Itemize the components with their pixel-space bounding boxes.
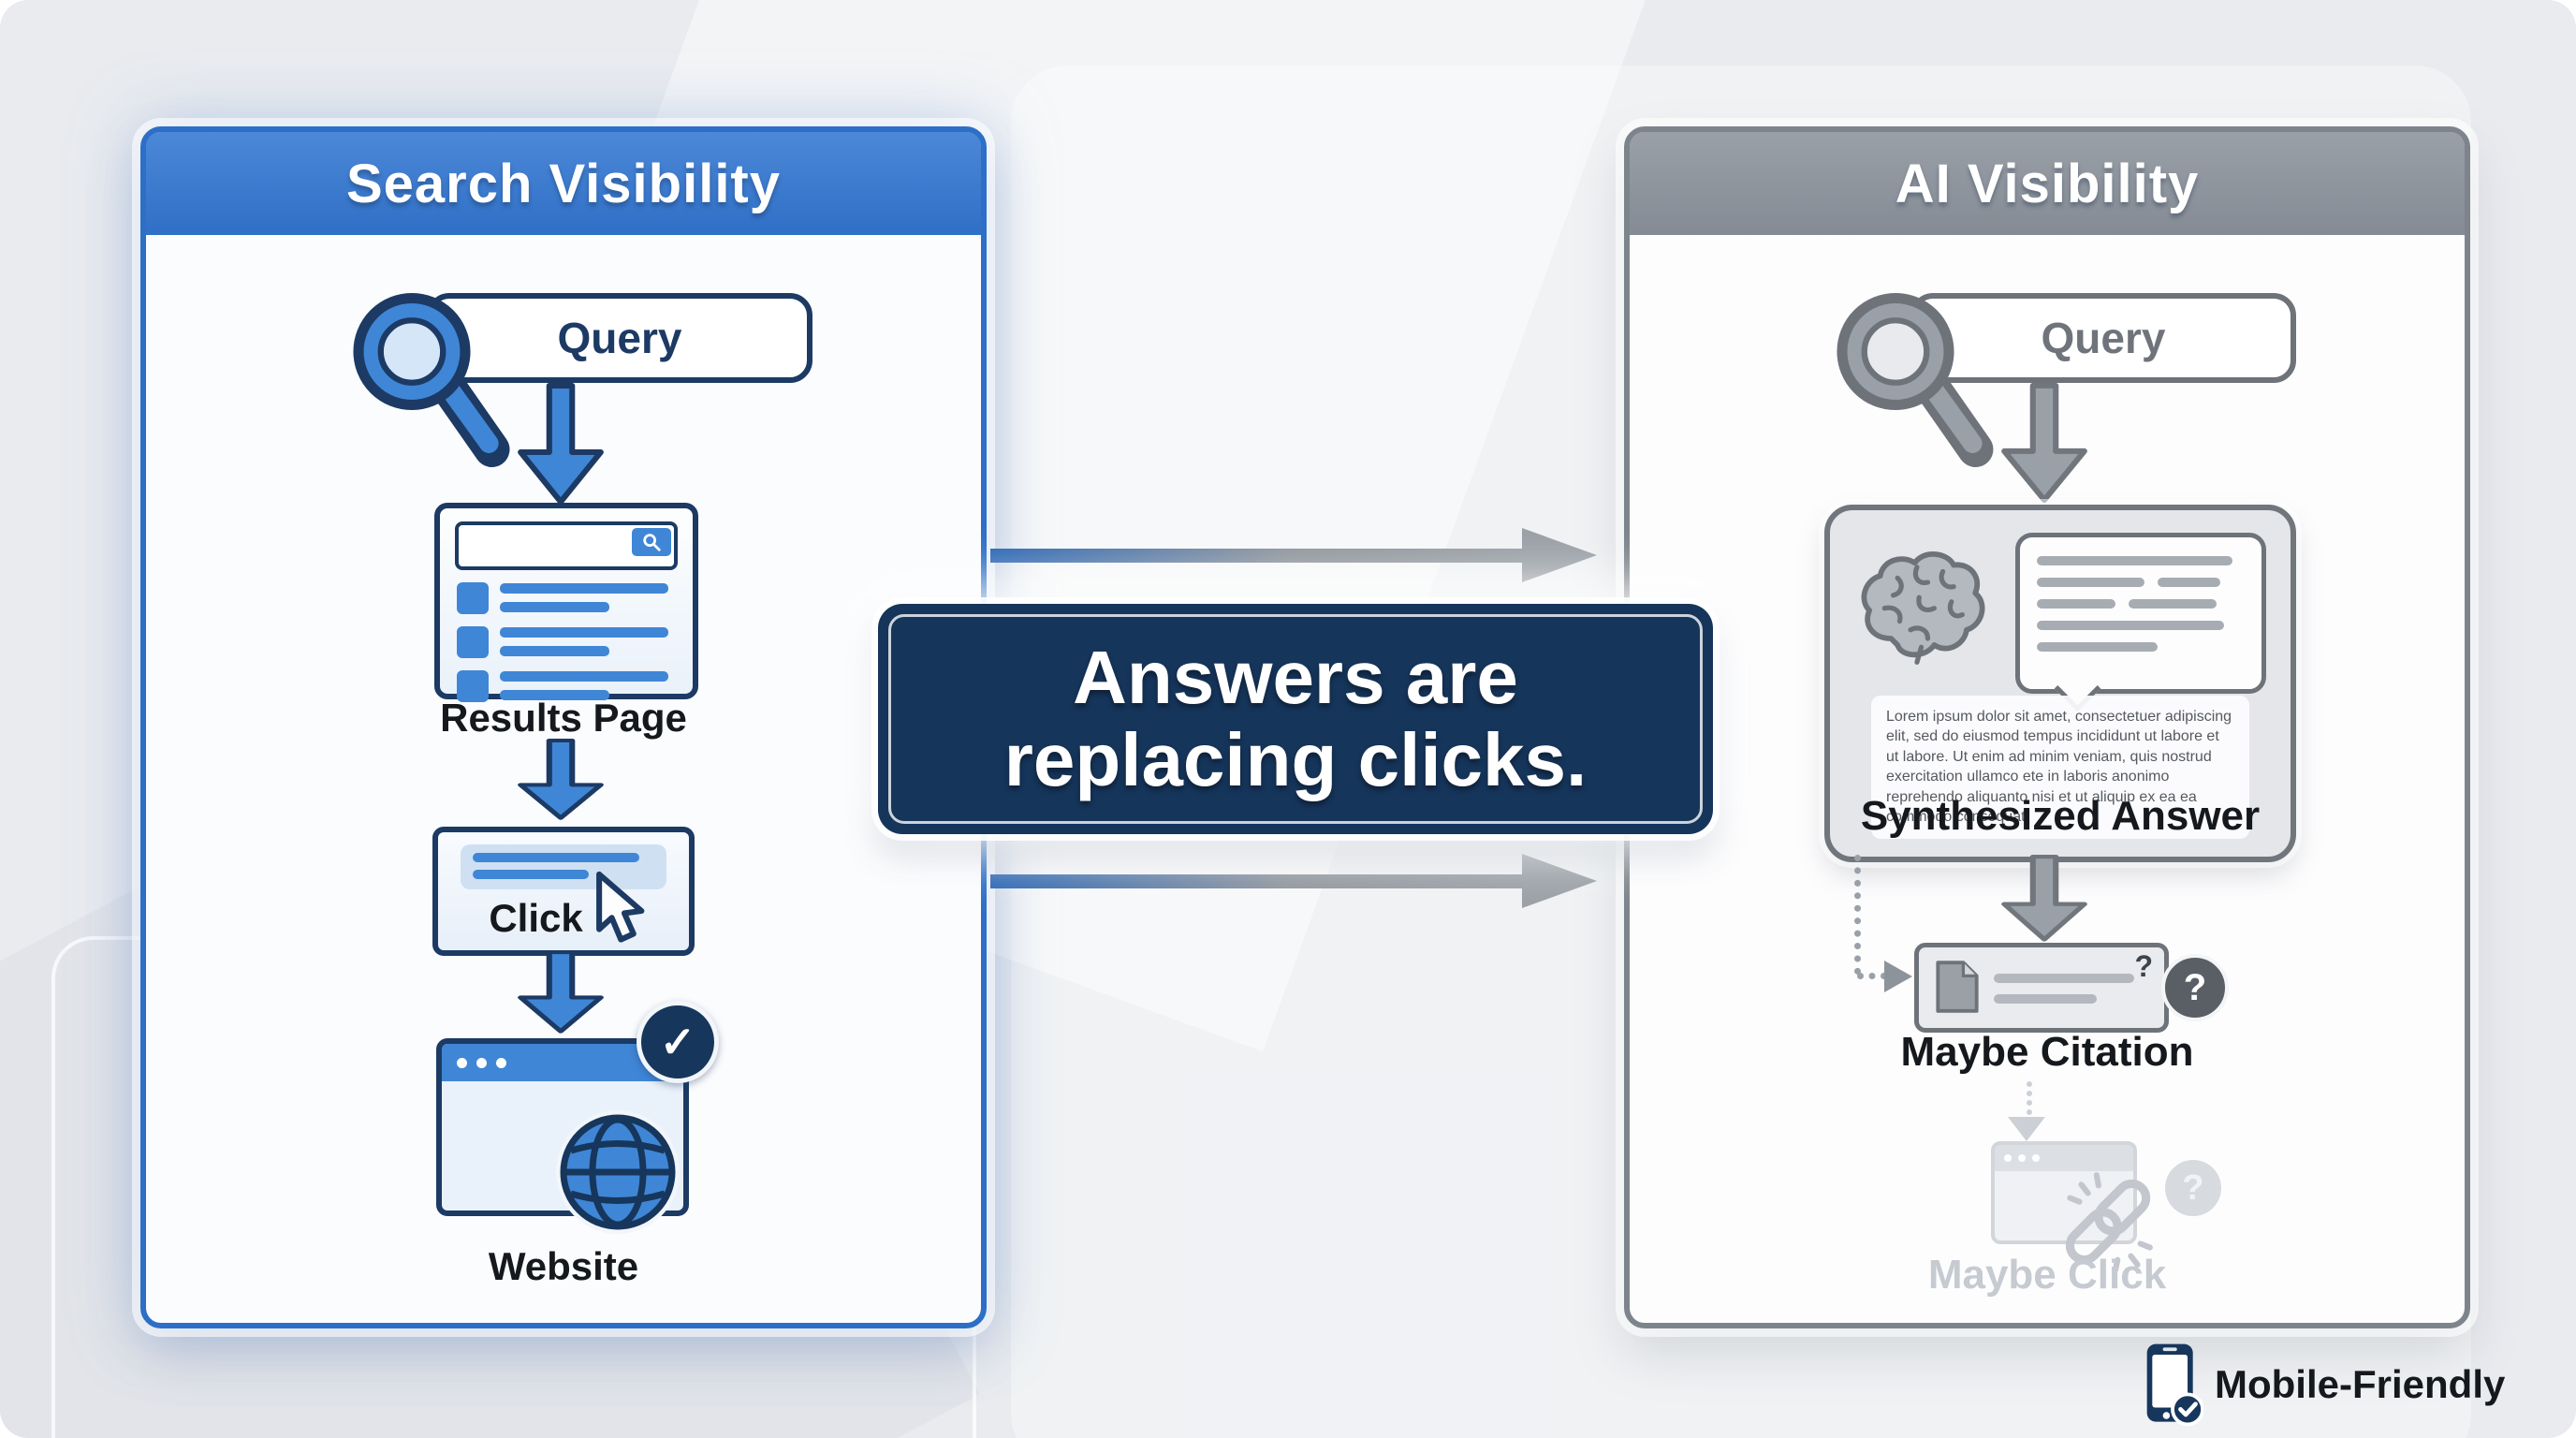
dotted-connector-line	[1857, 973, 1887, 979]
question-glyph: ?	[2183, 966, 2207, 1008]
browser-dot	[2004, 1154, 2012, 1162]
result-bullet	[457, 582, 489, 614]
citation-box: ?	[1914, 943, 2169, 1033]
dotted-connector-line	[2027, 1081, 2032, 1115]
result-text-placeholder	[500, 626, 676, 656]
link-line-placeholder	[461, 844, 666, 889]
browser-dot	[2018, 1154, 2026, 1162]
click-label: Click	[489, 896, 583, 940]
question-mark: ?	[2134, 949, 2153, 983]
query-label: Query	[2041, 314, 2166, 362]
search-icon	[643, 534, 661, 551]
result-bullet	[457, 626, 489, 658]
tagline-banner: Answers are replacing clicks.	[878, 604, 1713, 834]
maybe-click-label: Maybe Click	[1927, 1252, 2167, 1298]
query-bar: Query	[1910, 293, 2296, 383]
dotted-connector-line	[1854, 855, 1861, 975]
mobile-friendly-badge: Mobile-Friendly	[2142, 1339, 2505, 1431]
check-icon: ✓	[637, 1001, 719, 1083]
check-glyph: ✓	[659, 1018, 696, 1066]
ai-visibility-title: AI Visibility	[1895, 153, 2200, 214]
query-bar: Query	[427, 293, 812, 383]
mobile-friendly-label: Mobile-Friendly	[2215, 1362, 2506, 1406]
result-row	[457, 670, 676, 702]
question-icon: ?	[2161, 954, 2229, 1021]
search-visibility-panel: Search Visibility Query	[140, 126, 987, 1328]
dotted-arrowhead-icon	[2008, 1117, 2045, 1141]
search-icon	[353, 292, 510, 467]
search-button	[632, 528, 671, 556]
arrow-down-icon	[2001, 383, 2087, 504]
synthesized-answer-card: Lorem ipsum dolor sit amet, consectetuer…	[1824, 505, 2296, 862]
arrow-down-icon	[518, 739, 604, 820]
question-icon: ?	[2165, 1160, 2221, 1216]
citation-line-placeholder	[1994, 994, 2097, 1004]
tagline-line2: replacing clicks.	[1003, 718, 1588, 801]
result-text-placeholder	[500, 670, 676, 700]
arrow-down-icon	[518, 950, 604, 1034]
tagline-line1: Answers are	[1073, 636, 1518, 719]
search-visibility-title: Search Visibility	[345, 153, 782, 214]
arrow-right-icon	[990, 854, 1597, 908]
citation-line-placeholder	[1994, 974, 2134, 983]
document-icon	[1936, 961, 1979, 1013]
browser-dot	[2032, 1154, 2040, 1162]
chat-bubble-icon	[2015, 533, 2266, 712]
browser-dot	[476, 1057, 487, 1068]
phone-icon	[2146, 1343, 2203, 1427]
dotted-arrowhead-icon	[1884, 961, 1912, 992]
search-visibility-header: Search Visibility	[146, 132, 981, 235]
results-search-bar	[455, 521, 678, 570]
browser-dot	[457, 1057, 467, 1068]
browser-dot	[496, 1057, 506, 1068]
search-icon	[1837, 292, 1994, 467]
results-page-card	[434, 503, 698, 702]
result-row	[457, 582, 676, 614]
browser-title-bar	[1995, 1145, 2133, 1171]
arrow-down-icon	[2001, 855, 2087, 942]
click-card: Click	[432, 827, 695, 956]
arrow-down-icon	[518, 383, 604, 505]
query-label: Query	[557, 314, 682, 362]
result-bullet	[457, 670, 489, 702]
maybe-citation-label: Maybe Citation	[1900, 1029, 2194, 1075]
question-glyph: ?	[2182, 1167, 2204, 1208]
website-label: Website	[488, 1244, 639, 1288]
ai-visibility-panel: AI Visibility Query	[1624, 126, 2470, 1328]
result-text-placeholder	[500, 582, 676, 612]
link-icon	[2065, 1172, 2153, 1272]
results-page-label: Results Page	[440, 696, 687, 740]
globe-icon	[556, 1110, 680, 1234]
arrow-right-icon	[990, 528, 1597, 582]
synthesized-answer-label: Synthesized Answer	[1860, 793, 2261, 839]
cursor-icon	[596, 871, 645, 943]
result-row	[457, 626, 676, 658]
ai-visibility-header: AI Visibility	[1630, 132, 2465, 235]
answer-placeholder-text: Lorem ipsum dolor sit amet, consectetuer…	[1871, 696, 2249, 839]
tagline-inner-frame: Answers are replacing clicks.	[888, 614, 1703, 824]
brain-icon	[1861, 551, 1985, 665]
